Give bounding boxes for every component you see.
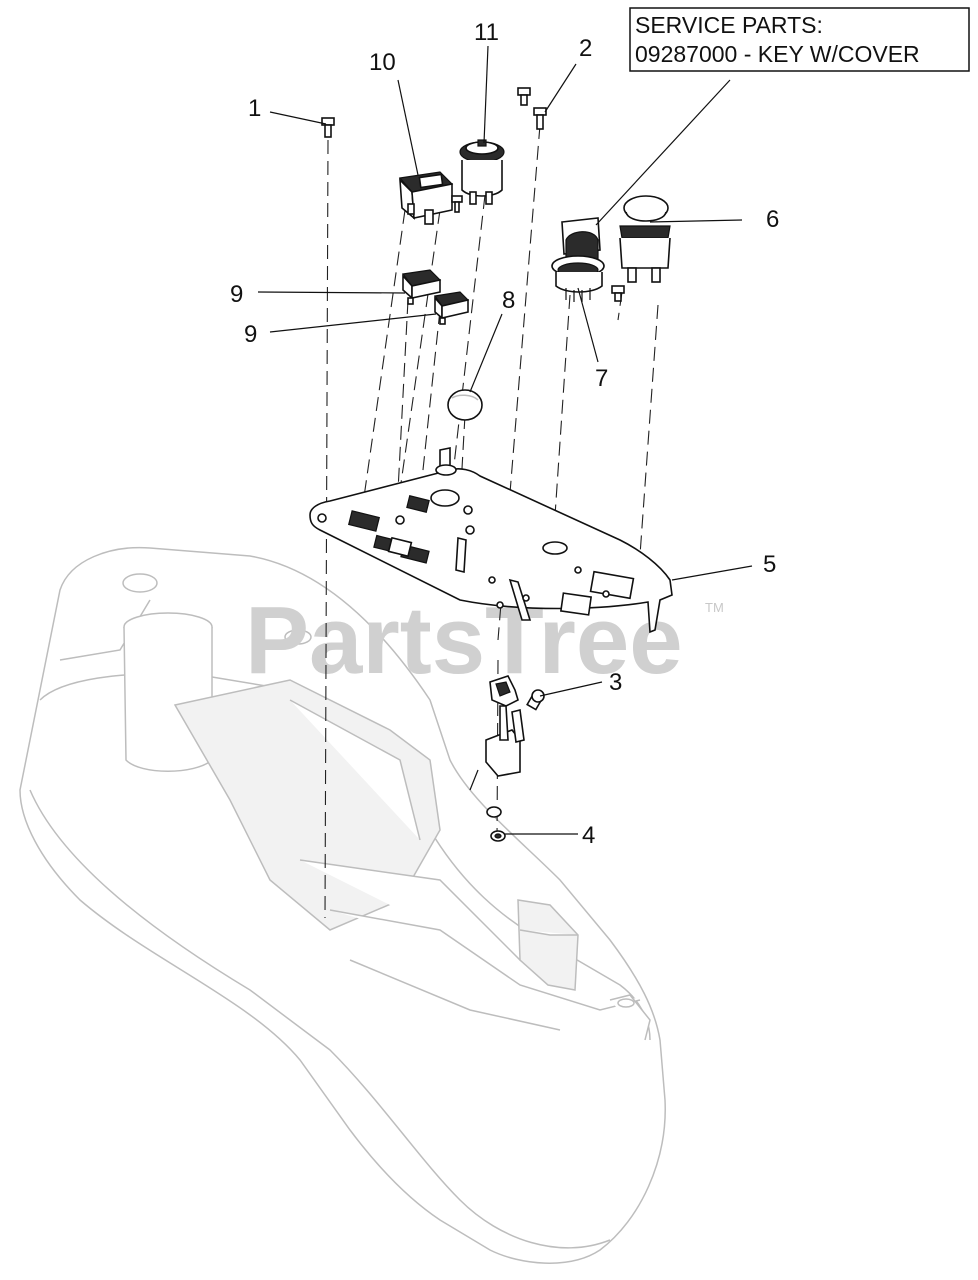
switch-part-9-upper (401, 269, 442, 305)
callout-6: 6 (766, 206, 779, 233)
callout-11: 11 (474, 19, 499, 46)
callout-8: 8 (502, 287, 515, 314)
screw-part-2 (517, 87, 547, 130)
service-parts-kit: 09287000 - KEY W/COVER (635, 41, 920, 67)
service-parts-title: SERVICE PARTS: (635, 12, 823, 38)
callout-9-lower: 9 (244, 321, 257, 348)
callout-9-upper: 9 (230, 281, 243, 308)
key-switch-part-7 (551, 217, 605, 302)
ignition-switch-part-11 (459, 139, 505, 205)
callout-7: 7 (595, 365, 608, 392)
console-housing (19, 546, 666, 1264)
callout-10: 10 (369, 49, 396, 76)
service-parts-box: SERVICE PARTS: 09287000 - KEY W/COVER (629, 7, 970, 72)
callout-2: 2 (579, 35, 592, 62)
plug-part-8 (447, 389, 483, 421)
leader-lines (257, 45, 753, 835)
bracket-part-3 (469, 675, 545, 791)
switch-part-9-lower (433, 291, 470, 325)
screw-part-1 (321, 117, 335, 138)
callout-3: 3 (609, 669, 622, 696)
mounting-plate (309, 447, 673, 634)
callout-4: 4 (582, 822, 595, 849)
pto-switch-part-6 (611, 195, 671, 302)
callout-5: 5 (763, 551, 776, 578)
callout-1: 1 (248, 95, 261, 122)
rocker-switch-part-10 (398, 171, 463, 225)
callout-labels: 1 2 3 4 5 6 7 8 9 9 10 11 (230, 19, 779, 849)
watermark-tm: TM (705, 600, 724, 615)
nut-part-4 (486, 806, 506, 842)
